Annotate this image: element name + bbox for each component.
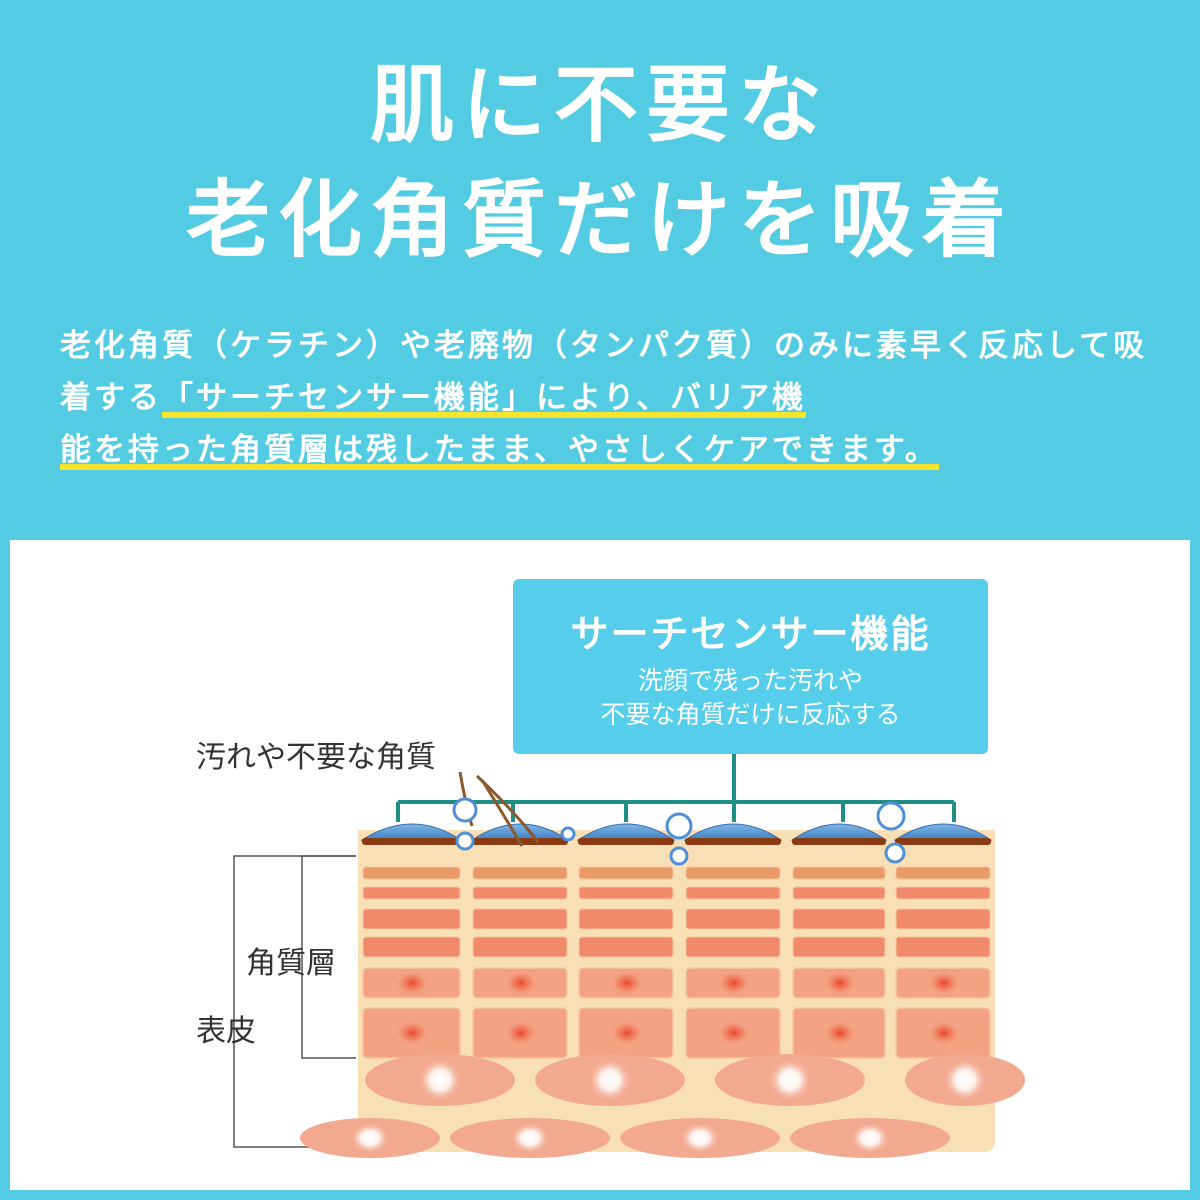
- cell-glow: [850, 1122, 890, 1154]
- cell-nucleus: [505, 1021, 537, 1045]
- headline-line-2: 老化角質だけを吸着: [185, 171, 1014, 269]
- description-highlight-1: 「サーチセンサー機能」により、バリア機: [162, 380, 807, 420]
- callout-line-1: 洗顔で残った汚れや: [637, 666, 863, 695]
- surface-layer: [895, 838, 991, 845]
- cell-nucleus: [718, 1021, 750, 1045]
- keratin-cell: [685, 936, 781, 958]
- cell-glow: [943, 1058, 987, 1102]
- surface-dome: [790, 823, 888, 841]
- cell-nucleus: [396, 971, 429, 995]
- keratin-cell: [362, 908, 461, 930]
- keratin-cell: [895, 936, 991, 958]
- cell-nucleus: [505, 971, 537, 995]
- keratin-cell: [685, 886, 781, 900]
- keratin-cell: [472, 886, 568, 900]
- connector-lines: [396, 754, 956, 822]
- keratin-cell: [895, 908, 991, 930]
- keratin-cell: [792, 886, 886, 900]
- keratin-cell: [578, 886, 674, 900]
- cell-glow: [768, 1058, 812, 1102]
- cell-glow: [510, 1122, 550, 1154]
- label-stratum-corneum: 角質層: [246, 946, 336, 981]
- surface-dome: [470, 823, 570, 841]
- label-epidermis: 表皮: [196, 1014, 256, 1049]
- description-text: 老化角質（ケラチン）や老廃物（タンパク質）のみに素早く反応して吸着する: [60, 328, 1148, 416]
- cell-nucleus: [928, 1021, 960, 1045]
- keratin-cell: [895, 866, 991, 880]
- callout-line-2: 不要な角質だけに反応する: [600, 700, 901, 729]
- keratin-cell: [362, 866, 461, 880]
- headline-line-1: 肌に不要な: [369, 56, 830, 154]
- keratin-cell: [895, 886, 991, 900]
- search-sensor-callout: サーチセンサー機能 洗顔で残った汚れや 不要な角質だけに反応する: [513, 579, 988, 754]
- description: 老化角質（ケラチン）や老廃物（タンパク質）のみに素早く反応して吸着する「サーチセ…: [60, 320, 1150, 476]
- cell-glow: [680, 1122, 720, 1154]
- bubbles: [452, 797, 906, 866]
- keratin-cell: [792, 908, 886, 930]
- cell-nucleus: [928, 971, 960, 995]
- cell-nucleus: [611, 1021, 643, 1045]
- label-dirt: 汚れや不要な角質: [196, 740, 436, 775]
- headline: 肌に不要な 老化角質だけを吸着: [0, 50, 1200, 280]
- cell-nucleus: [718, 971, 750, 995]
- keratin-cell: [792, 866, 886, 880]
- keratin-cell: [472, 866, 568, 880]
- surface-layer: [792, 838, 886, 845]
- cell-glow: [350, 1122, 390, 1154]
- skin-diagram: [233, 754, 1025, 1158]
- cell-nucleus: [611, 971, 643, 995]
- cell-glow: [418, 1058, 462, 1102]
- surface-dome: [683, 823, 783, 841]
- keratin-cell: [578, 936, 674, 958]
- surface-layer: [362, 838, 461, 845]
- cell-nucleus: [824, 1021, 856, 1045]
- keratin-cell: [792, 936, 886, 958]
- keratin-cell: [362, 886, 461, 900]
- cell-layers: [300, 866, 1025, 1158]
- surface-dome: [893, 823, 993, 841]
- description-highlight-2: 能を持った角質層は残したまま、やさしくケアできます。: [60, 432, 939, 472]
- surface-dome: [360, 823, 463, 841]
- keratin-cell: [578, 908, 674, 930]
- diagram-panel: サーチセンサー機能 洗顔で残った汚れや 不要な角質だけに反応する 汚れや不要な角…: [10, 540, 1190, 1190]
- surface-layer: [578, 838, 674, 845]
- callout-title: サーチセンサー機能: [570, 612, 931, 656]
- keratin-cell: [472, 908, 568, 930]
- surface-dome: [576, 823, 676, 841]
- cell-nucleus: [396, 1021, 429, 1045]
- keratin-cell: [578, 866, 674, 880]
- bracket-lines: [233, 855, 356, 1148]
- cell-glow: [588, 1058, 632, 1102]
- cell-nucleus: [824, 971, 856, 995]
- keratin-cell: [472, 936, 568, 958]
- keratin-cell: [685, 908, 781, 930]
- sebum-domes: [360, 823, 993, 845]
- keratin-cell: [362, 936, 461, 958]
- surface-layer: [685, 838, 781, 845]
- keratin-cell: [685, 866, 781, 880]
